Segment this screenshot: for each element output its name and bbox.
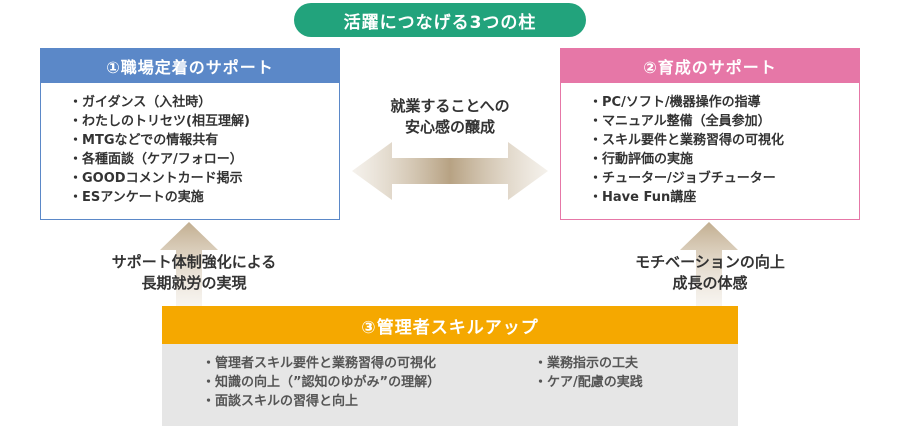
right-arrow-caption: モチベーションの向上 成長の体感 (610, 252, 810, 294)
pillar-1-header: ①職場定着のサポート (41, 49, 339, 83)
list-item: Have Fun講座 (589, 188, 859, 207)
left-arrow-caption: サポート体制強化による 長期就労の実現 (88, 252, 300, 294)
left-arrow-caption-line-1: サポート体制強化による (111, 253, 277, 271)
list-item: ガイダンス（入社時） (69, 93, 339, 112)
double-arrow-icon (352, 142, 548, 200)
list-item: PC/ソフト/機器操作の指導 (589, 93, 859, 112)
pillar-3-list-column-2: 業務指示の工夫 ケア/配慮の実践 (534, 354, 643, 392)
list-item: 業務指示の工夫 (534, 354, 643, 373)
right-arrow-caption-line-1: モチベーションの向上 (635, 253, 785, 271)
list-item: ESアンケートの実施 (69, 188, 339, 207)
list-item: わたしのトリセツ(相互理解) (69, 112, 339, 131)
center-caption-line-1: 就業することへの (390, 97, 510, 115)
pillar-3-body: 管理者スキル要件と業務習得の可視化 知識の向上（”認知のゆがみ”の理解） 面談ス… (162, 344, 738, 426)
pillar-3-list-column-1: 管理者スキル要件と業務習得の可視化 知識の向上（”認知のゆがみ”の理解） 面談ス… (202, 354, 440, 411)
list-item: ケア/配慮の実践 (534, 373, 643, 392)
center-caption-line-2: 安心感の醸成 (404, 118, 495, 136)
pillar-2-header: ②育成のサポート (561, 49, 859, 83)
list-item: 管理者スキル要件と業務習得の可視化 (202, 354, 440, 373)
up-arrow-left-icon (160, 222, 218, 306)
list-item: GOODコメントカード掲示 (69, 169, 339, 188)
list-item: 各種面談（ケア/フォロー） (69, 150, 339, 169)
list-item: スキル要件と業務習得の可視化 (589, 131, 859, 150)
right-arrow-caption-line-2: 成長の体感 (672, 274, 748, 292)
list-item: MTGなどでの情報共有 (69, 131, 339, 150)
list-item: 行動評価の実施 (589, 150, 859, 169)
list-item: チューター/ジョブチューター (589, 169, 859, 188)
left-arrow-caption-line-2: 長期就労の実現 (141, 274, 247, 292)
pillar-1-box: ①職場定着のサポート ガイダンス（入社時） わたしのトリセツ(相互理解) MTG… (40, 48, 340, 220)
pillar-3-header: ③管理者スキルアップ (162, 306, 738, 344)
title-pill: 活躍につなげる3つの柱 (294, 3, 586, 37)
pillar-2-box: ②育成のサポート PC/ソフト/機器操作の指導 マニュアル整備（全員参加） スキ… (560, 48, 860, 220)
list-item: マニュアル整備（全員参加） (589, 112, 859, 131)
list-item: 面談スキルの習得と向上 (202, 392, 440, 411)
pillar-2-list: PC/ソフト/機器操作の指導 マニュアル整備（全員参加） スキル要件と業務習得の… (561, 83, 859, 207)
pillar-1-list: ガイダンス（入社時） わたしのトリセツ(相互理解) MTGなどでの情報共有 各種… (41, 83, 339, 207)
list-item: 知識の向上（”認知のゆがみ”の理解） (202, 373, 440, 392)
up-arrow-right-icon (680, 222, 738, 306)
center-caption: 就業することへの 安心感の醸成 (370, 96, 530, 138)
